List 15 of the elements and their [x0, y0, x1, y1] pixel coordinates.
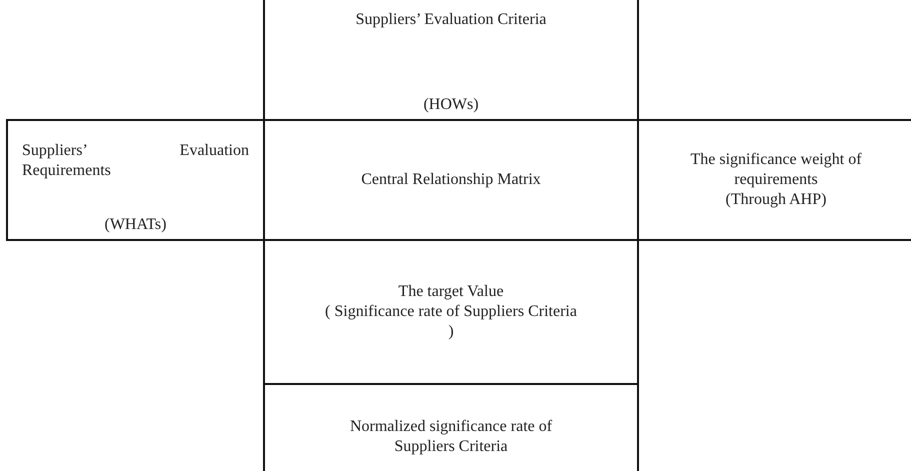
cell-heading: Suppliers’ Evaluation Criteria — [356, 10, 546, 30]
cell-heading: The target Value — [398, 282, 504, 302]
cell-subtext: (WHATs) — [104, 215, 166, 235]
matrix-cell — [263, 239, 639, 385]
cell-heading: Normalized significance rate of Suppliers Criteria — [348, 417, 554, 457]
cell-subtext: ( Significance rate of Suppliers Criteria ) — [324, 302, 578, 342]
matrix-cell — [263, 0, 639, 121]
cell-subtext: (HOWs) — [423, 95, 479, 115]
matrix-cell — [6, 119, 265, 241]
cell-heading: Suppliers’ Evaluation Requirements — [22, 141, 249, 181]
cell-subtext: (Through AHP) — [726, 190, 826, 210]
cell-heading: Central Relationship Matrix — [361, 170, 541, 190]
cell-heading: The significance weight of requirements — [689, 150, 863, 190]
matrix-cell — [263, 383, 639, 471]
matrix-cell — [637, 119, 911, 241]
